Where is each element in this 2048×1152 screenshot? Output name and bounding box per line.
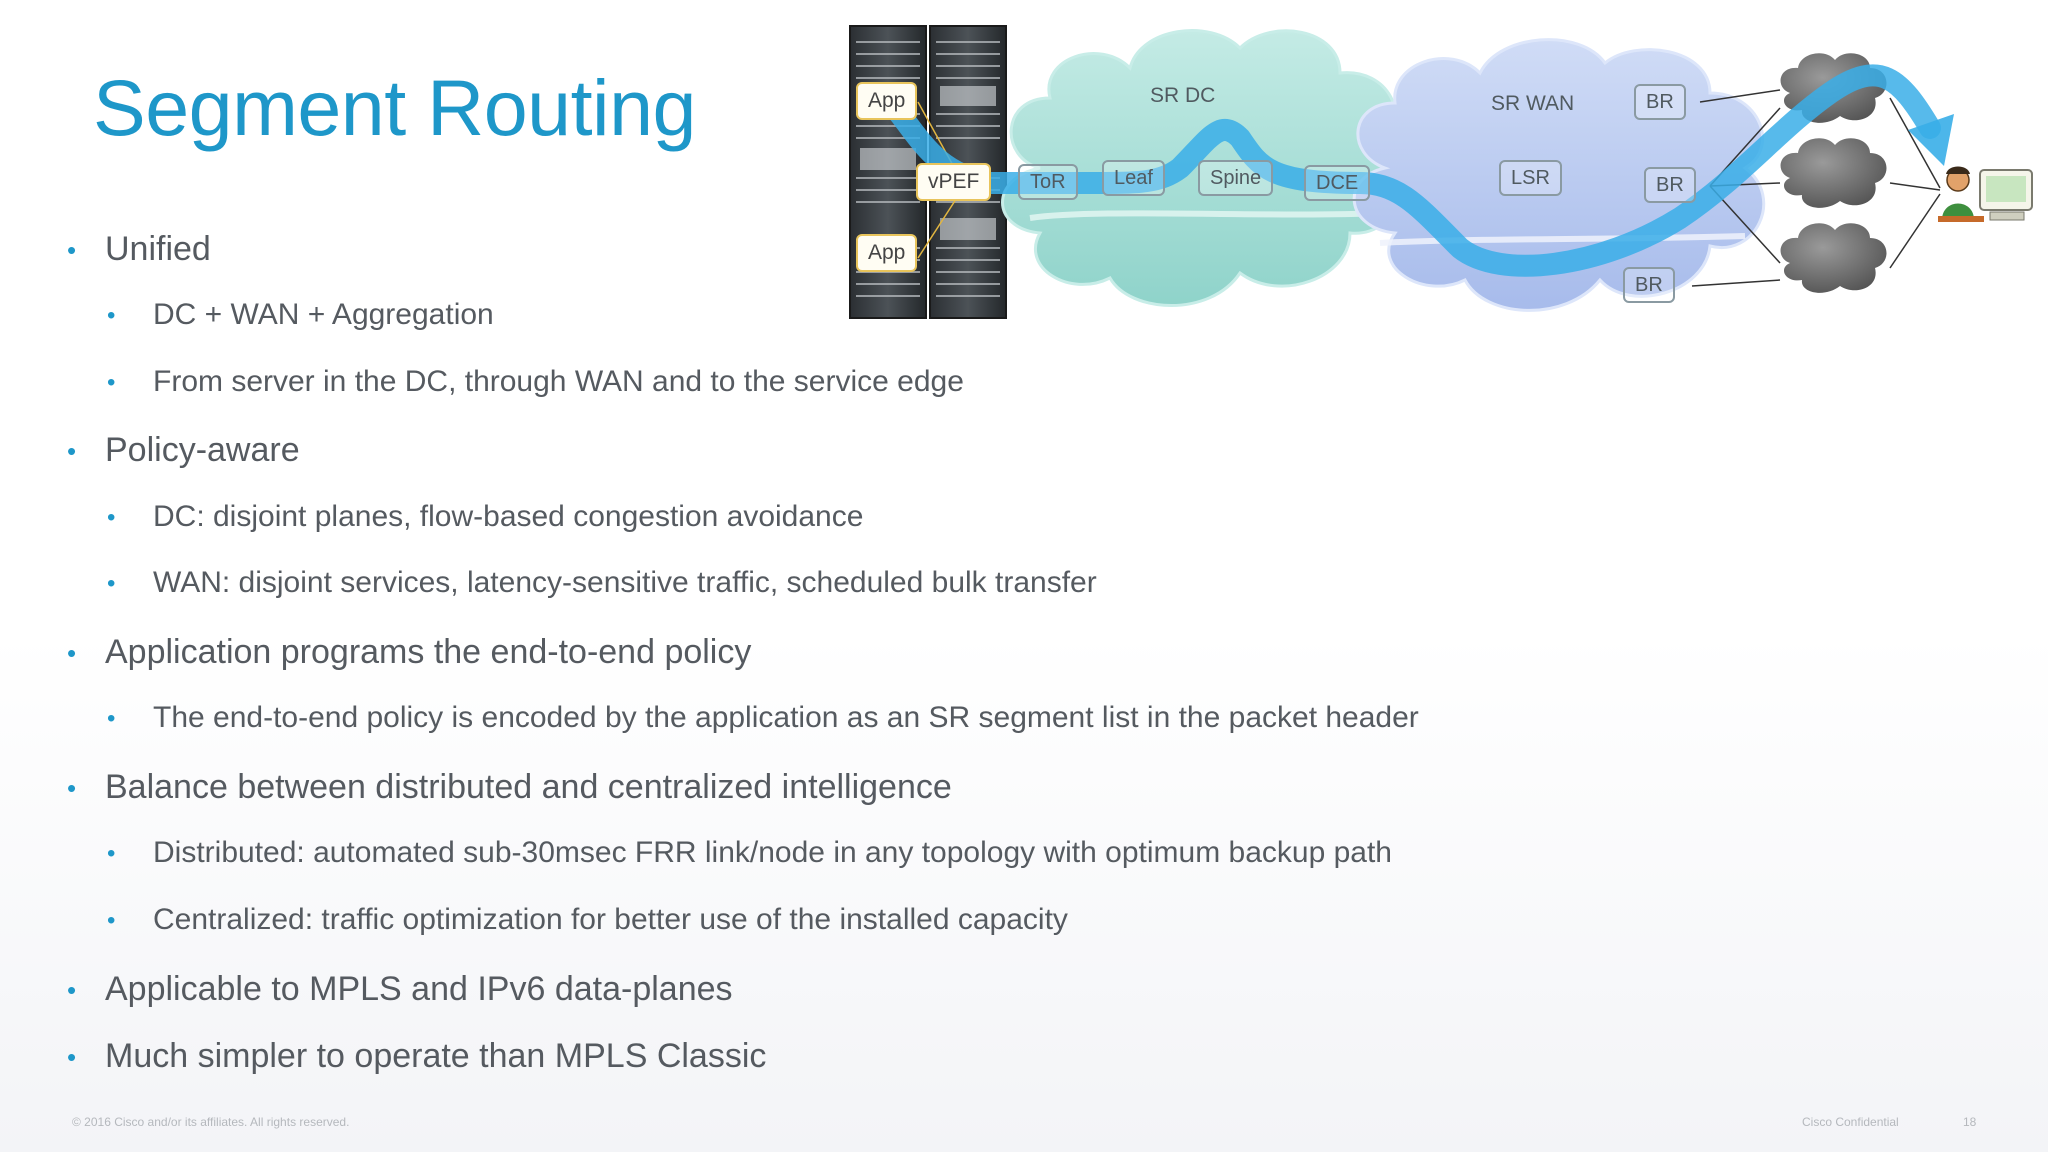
tor-node: ToR [1018, 164, 1078, 200]
internet-cloud-icon [1780, 138, 1887, 208]
bullet-item: • Unified [67, 230, 211, 269]
bullet-text: DC + WAN + Aggregation [153, 298, 494, 331]
wan-cloud-label: SR WAN [1491, 92, 1575, 115]
bullet-item: • Policy-aware [67, 431, 300, 470]
bullet-text: DC: disjoint planes, flow-based congesti… [153, 500, 864, 533]
bullet-item: • Applicable to MPLS and IPv6 data-plane… [67, 970, 733, 1009]
spine-node: Spine [1198, 160, 1274, 196]
bullet-text: Distributed: automated sub-30msec FRR li… [153, 836, 1392, 869]
bullet-item: • Centralized: traffic optimization for … [107, 903, 1068, 937]
bullet-dot: • [107, 705, 116, 732]
path-arrowhead [1908, 114, 1954, 166]
bullet-dot: • [67, 638, 77, 668]
bullet-text: Balance between distributed and centrali… [105, 768, 952, 806]
bullet-item: • Much simpler to operate than MPLS Clas… [67, 1037, 767, 1076]
bullet-text: From server in the DC, through WAN and t… [153, 365, 964, 398]
bullet-dot: • [67, 773, 77, 803]
copyright-notice: © 2016 Cisco and/or its affiliates. All … [72, 1115, 350, 1129]
bullet-list: • Unified • DC + WAN + Aggregation • Fro… [67, 230, 1419, 1076]
br-node-bottom: BR [1623, 267, 1675, 303]
bullet-dot: • [107, 302, 116, 329]
bullet-dot: • [107, 369, 116, 396]
bullet-item: • Distributed: automated sub-30msec FRR … [107, 836, 1392, 870]
bullet-dot: • [67, 436, 77, 466]
bullet-dot: • [107, 504, 116, 531]
bullet-text: Unified [105, 230, 211, 268]
bullet-item: • The end-to-end policy is encoded by th… [107, 701, 1419, 735]
slide-title: Segment Routing [93, 63, 696, 152]
bullet-text: Application programs the end-to-end poli… [105, 633, 752, 671]
confidential-label: Cisco Confidential [1802, 1115, 1899, 1129]
bullet-text: Much simpler to operate than MPLS Classi… [105, 1037, 767, 1075]
bullet-item: • WAN: disjoint services, latency-sensit… [107, 566, 1097, 600]
br-node-middle: BR [1644, 167, 1696, 203]
bullet-text: The end-to-end policy is encoded by the … [153, 701, 1419, 734]
dc-cloud-shape [1001, 29, 1407, 307]
bullet-text: Policy-aware [105, 431, 300, 469]
network-diagram: SR DC SR WAN App vPEF App ToR Leaf Spine… [840, 18, 2040, 338]
bullet-item: • DC + WAN + Aggregation [107, 298, 494, 332]
dce-node: DCE [1304, 165, 1371, 201]
page-number: 18 [1963, 1115, 1977, 1129]
path-arrow [884, 64, 1941, 277]
lsr-node: LSR [1499, 160, 1562, 196]
br-node-top: BR [1634, 84, 1686, 120]
bullet-dot: • [67, 975, 77, 1005]
connection-lines [917, 89, 1941, 287]
leaf-node: Leaf [1102, 160, 1165, 196]
bullet-dot: • [107, 570, 116, 597]
bullet-item: • Balance between distributed and centra… [67, 768, 952, 807]
vpef-node: vPEF [916, 163, 992, 201]
diagram-graphics [849, 25, 2033, 319]
bullet-dot: • [67, 1042, 77, 1072]
bullet-text: Applicable to MPLS and IPv6 data-planes [105, 970, 733, 1008]
bullet-dot: • [107, 840, 116, 867]
bullet-item: • From server in the DC, through WAN and… [107, 365, 964, 399]
app-node-top: App [856, 82, 918, 120]
user-computer-icon [1938, 166, 2033, 222]
bullet-item: • Application programs the end-to-end po… [67, 633, 752, 672]
app-node-bottom: App [856, 234, 918, 272]
bullet-dot: • [67, 235, 77, 265]
bullet-text: WAN: disjoint services, latency-sensitiv… [153, 566, 1097, 599]
bullet-item: • DC: disjoint planes, flow-based conges… [107, 500, 864, 534]
bullet-text: Centralized: traffic optimization for be… [153, 903, 1068, 936]
internet-cloud-icon [1780, 223, 1887, 293]
dc-cloud-label: SR DC [1150, 84, 1216, 107]
bullet-dot: • [107, 907, 116, 934]
